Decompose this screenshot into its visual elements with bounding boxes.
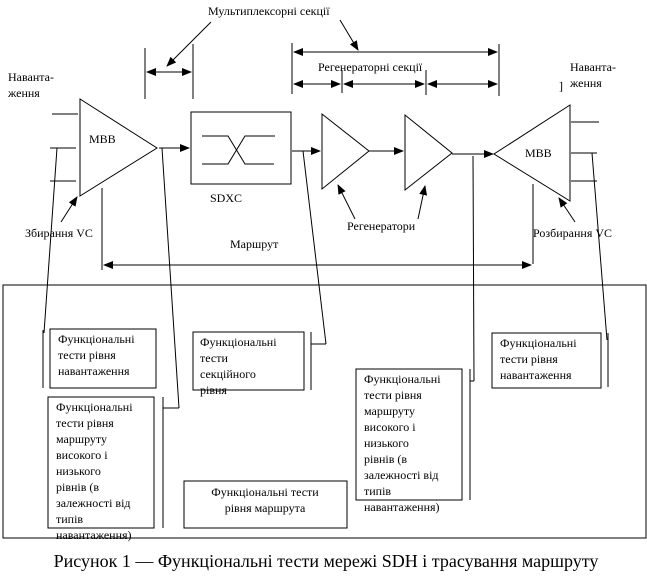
test-box-route — [183, 480, 348, 529]
mvv-left-multiplexer — [79, 98, 158, 197]
test-route-hl-right-line-7: залежності від — [364, 468, 439, 482]
test-route-hl-right-line-8: типів — [364, 484, 391, 498]
multiplexer-pointer-arrow — [166, 21, 212, 67]
test-route-hl-right-line-5: низького — [364, 436, 409, 450]
test-box-payload-right — [491, 332, 602, 389]
regenerator-sections-label: Регенераторні секції — [318, 60, 423, 74]
test-route-line-2: рівня маршрута — [225, 501, 306, 515]
regenerators-label: Регенератори — [347, 219, 416, 233]
test-route-hl-left-line-2: тести рівня — [56, 416, 114, 430]
test-section-line-3: секційного — [200, 367, 256, 381]
test-box-route-hl-left — [47, 396, 155, 529]
test-payload-right-line-2: тести рівня — [500, 352, 558, 366]
mvv-right-label: МВВ — [525, 146, 552, 160]
test-route-hl-left-text: Функціональні тести рівня маршруту висок… — [56, 400, 133, 542]
multiplexer-sections-label: Мультиплексорні секції — [208, 4, 330, 18]
multiplexer-pointer-arrow-2 — [339, 19, 359, 51]
test-route-hl-left-line-3: маршруту — [56, 432, 107, 446]
mvv-right-demultiplexer — [493, 104, 571, 202]
payload-left-label-2: ження — [7, 86, 40, 100]
test-payload-left-line-2: тести рівня — [58, 348, 116, 362]
mvv-left-label: МВВ — [89, 132, 116, 146]
regenerator-2 — [404, 113, 453, 192]
test-section-line-2: тести — [200, 351, 228, 365]
payload-right-label-2: ження — [569, 76, 602, 90]
vc-assembly-label: Збирання VC — [25, 226, 93, 240]
tests-frame — [2, 284, 647, 539]
test-payload-right-line-3: навантаження — [500, 368, 572, 382]
test-route-hl-right-line-9: навантаження) — [364, 500, 440, 514]
stray-mark: ] — [559, 79, 563, 93]
figure-caption: Рисунок 1 — Функціональні тести мережі S… — [54, 551, 599, 571]
vc-disassembly-label: Розбирання VC — [533, 226, 612, 240]
sdxc-crossconnect — [190, 111, 292, 185]
route-label: Маршрут — [230, 237, 279, 251]
test-section-line-1: Функціональні — [200, 335, 277, 349]
test-route-hl-left-line-9: навантаження) — [56, 528, 132, 542]
leader-section — [302, 150, 327, 345]
test-box-route-hl-right — [355, 368, 463, 501]
vc-disassembly-pointer — [558, 197, 576, 223]
regenerator-pointer-1 — [337, 184, 356, 220]
vc-assembly-pointer — [60, 196, 78, 223]
test-route-hl-left-line-8: типів — [56, 512, 83, 526]
test-route-line-1: Функціональні тести — [211, 485, 319, 499]
sdxc-label: SDXC — [210, 191, 242, 205]
regenerator-1 — [321, 112, 370, 191]
test-payload-right-line-1: Функціональні — [500, 336, 577, 350]
test-route-hl-left-line-4: високого і — [56, 448, 108, 462]
test-box-payload-left — [49, 328, 157, 389]
test-route-hl-right-line-4: високого і — [364, 420, 416, 434]
test-payload-left-line-3: навантаження — [58, 364, 130, 378]
test-route-hl-left-line-7: залежності від — [56, 496, 131, 510]
test-section-line-4: рівня — [200, 383, 227, 397]
leader-route-hl-right — [472, 155, 475, 382]
regenerator-pointer-2 — [417, 185, 428, 220]
test-box-section — [192, 331, 305, 391]
test-route-hl-right-line-6: рівнів (в — [364, 452, 407, 466]
test-payload-left-line-1: Функціональні — [58, 332, 135, 346]
test-route-hl-right-text: Функціональні тести рівня маршруту висок… — [364, 372, 441, 514]
payload-left-label-1: Наванта- — [8, 70, 54, 84]
test-route-hl-right-line-2: тести рівня — [364, 388, 422, 402]
test-route-hl-right-line-1: Функціональні — [364, 372, 441, 386]
test-route-hl-left-line-5: низького — [56, 464, 101, 478]
test-route-hl-left-line-6: рівнів (в — [56, 480, 99, 494]
payload-right-label-1: Наванта- — [570, 60, 616, 74]
leader-route-hl-left — [161, 147, 180, 409]
test-route-hl-left-line-1: Функціональні — [56, 400, 133, 414]
test-route-hl-right-line-3: маршруту — [364, 404, 415, 418]
leader-payload-left — [43, 147, 58, 334]
sdxc-cross-line-2 — [202, 135, 275, 165]
leader-payload-right — [591, 152, 608, 341]
